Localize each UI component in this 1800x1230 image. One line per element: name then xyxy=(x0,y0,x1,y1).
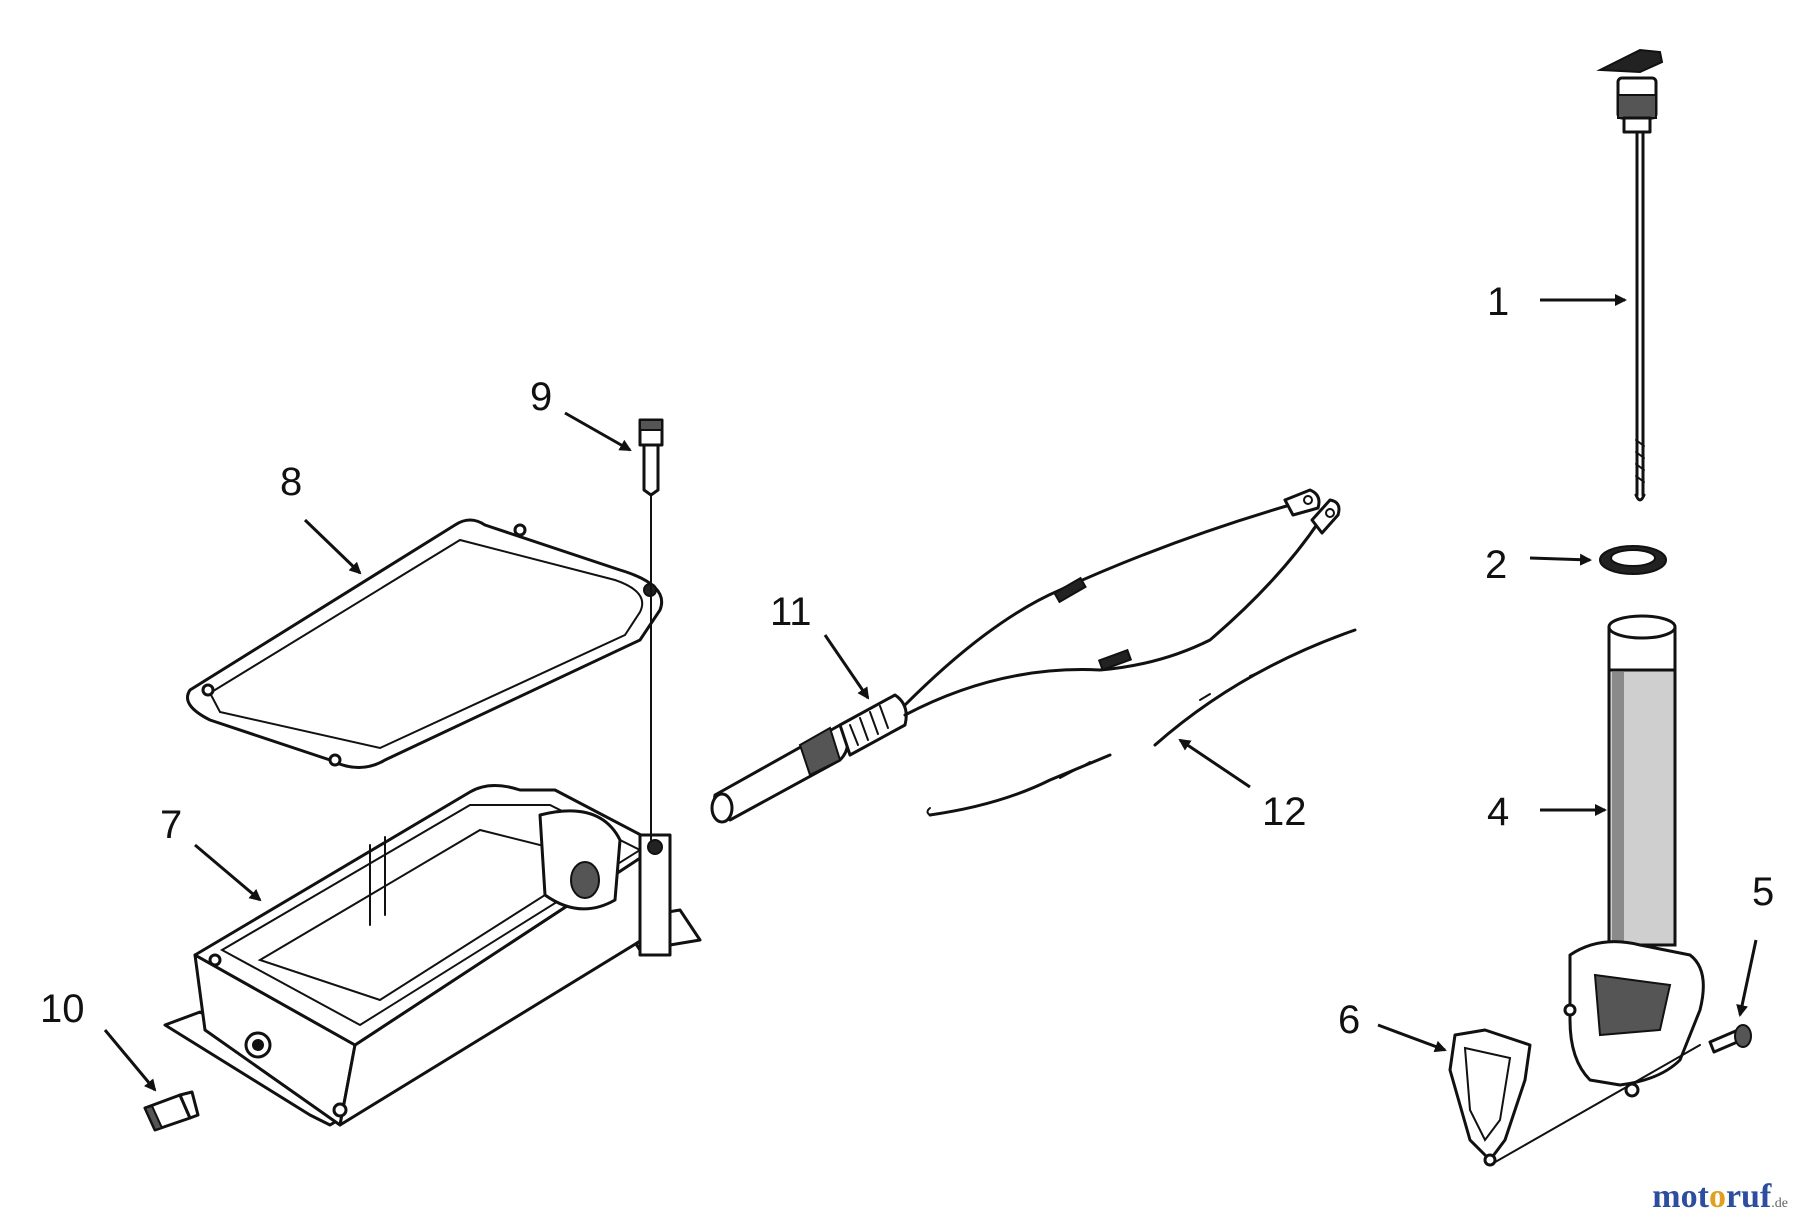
callout-9: 9 xyxy=(530,375,552,419)
callout-11: 11 xyxy=(770,590,812,634)
callout-6: 6 xyxy=(1338,998,1360,1042)
callout-4: 4 xyxy=(1487,790,1509,834)
leader-7 xyxy=(194,843,262,902)
leader-5 xyxy=(1736,939,1758,1017)
dipstick-tube-part xyxy=(1563,614,1705,1098)
callout-5: 5 xyxy=(1752,870,1774,914)
watermark-ruf: ruf xyxy=(1725,1178,1772,1215)
oil-pan-part xyxy=(163,784,702,1127)
callout-12: 12 xyxy=(1262,790,1307,834)
callout-8: 8 xyxy=(280,460,302,504)
leader-2 xyxy=(1529,553,1592,566)
callout-7: 7 xyxy=(160,803,182,847)
dipstick-part xyxy=(1596,48,1664,502)
leader-8 xyxy=(303,518,362,575)
drain-plug-part xyxy=(143,1090,200,1132)
watermark-o: o xyxy=(1708,1178,1726,1215)
wire-sleeve-part xyxy=(926,628,1357,817)
callout-1: 1 xyxy=(1487,280,1509,324)
watermark-logo: motoruf.de xyxy=(1652,1178,1788,1216)
watermark-suffix: .de xyxy=(1771,1196,1788,1211)
leader-9 xyxy=(564,411,632,452)
leader-6 xyxy=(1377,1023,1447,1053)
leader-11 xyxy=(823,634,870,700)
leader-12 xyxy=(1178,738,1251,789)
o-ring-part xyxy=(1599,545,1667,575)
tube-gasket-part xyxy=(1448,1028,1532,1167)
callout-10: 10 xyxy=(40,987,85,1031)
pan-gasket-part xyxy=(186,518,663,769)
callout-2: 2 xyxy=(1485,543,1507,587)
leader-10 xyxy=(103,1029,157,1092)
oil-level-sensor-part xyxy=(710,488,1341,824)
bolt-part xyxy=(638,418,664,841)
assembly-line-6 xyxy=(1489,1044,1701,1166)
screw-part xyxy=(1708,1024,1752,1054)
watermark-mot: mot xyxy=(1652,1178,1709,1215)
